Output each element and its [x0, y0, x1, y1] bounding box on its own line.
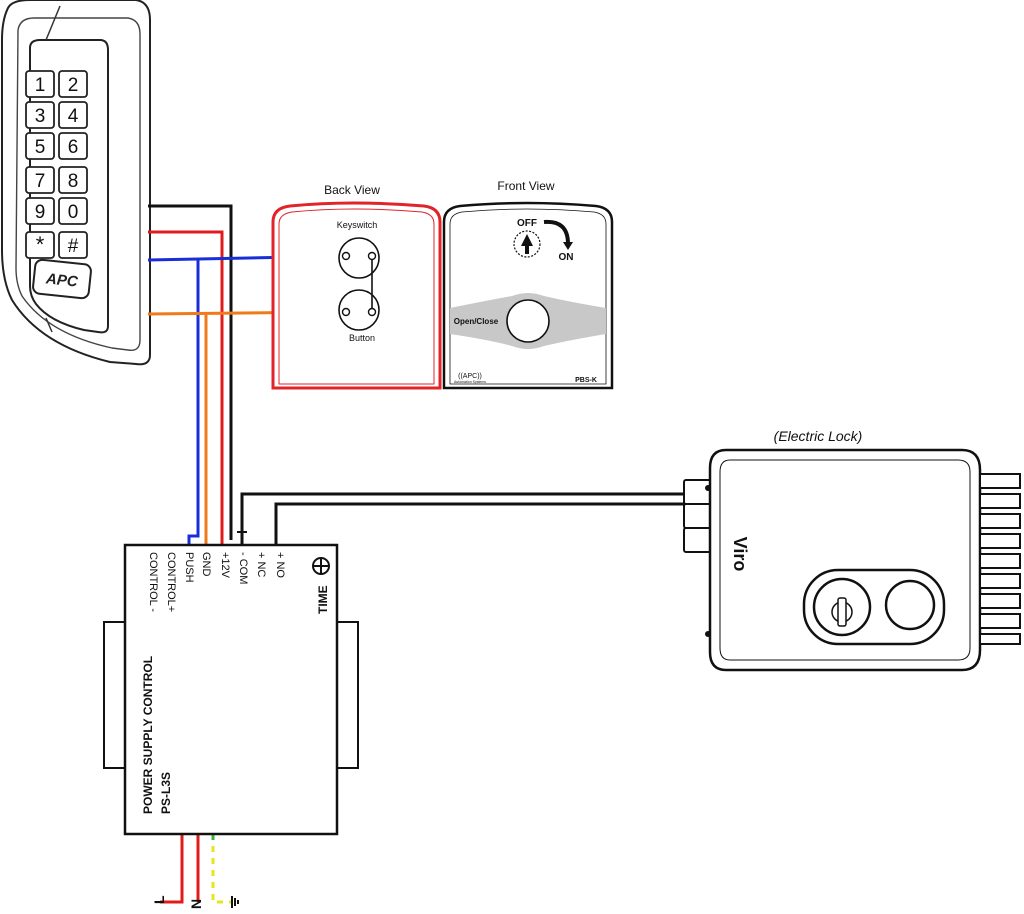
- button-body: [338, 289, 380, 331]
- wire-blue-push: [187, 259, 200, 545]
- power-supply: CONTROL - CONTROL+ PUSH GND +12V - COM + NC + N…: [103, 543, 359, 836]
- button-terminal-right: [367, 307, 377, 317]
- keypad-key-label: 0: [68, 202, 79, 223]
- ps-terminal-label: CONTROL+: [165, 552, 177, 612]
- keypad-keys: 1 2 3 4 5 6 7 8 9 0 * #: [25, 70, 88, 259]
- keypad-key-0: [25, 70, 55, 98]
- ps-terminals: CONTROL - CONTROL+ PUSH GND +12V - COM + NC + N…: [147, 552, 286, 612]
- keypad-bottom-notch: [45, 317, 53, 333]
- keypad-key-1: [58, 70, 88, 98]
- wire-mains-live: [160, 834, 184, 904]
- wire-black-keypad: [148, 204, 233, 540]
- keypad-key-11: [58, 231, 88, 259]
- ps-terminal-label: GND: [200, 552, 212, 577]
- mains: L N: [151, 895, 239, 909]
- ps-body: [123, 543, 339, 836]
- keypad-key-9: [58, 197, 88, 225]
- keypad-key-4: [25, 132, 55, 160]
- keypad-logo-box: [32, 258, 92, 300]
- keypad-key-3: [58, 101, 88, 129]
- keyswitch-terminal-left: [341, 251, 351, 261]
- keypad-key-label: *: [36, 232, 45, 257]
- ps-title: POWER SUPPLY CONTROL: [141, 656, 155, 814]
- lock-connector-blocks: [683, 479, 713, 553]
- front-view-panel-inner: [449, 208, 607, 385]
- keypad-key-label: 2: [68, 75, 79, 96]
- keypad-key-5: [58, 132, 88, 160]
- front-view-brand-sub: Automation Systems: [454, 380, 486, 384]
- front-view-title: Front View: [497, 179, 554, 193]
- lock-key-icon: [837, 597, 847, 627]
- ps-terminal-label: CONTROL -: [147, 552, 159, 612]
- keypad-key-label: 6: [68, 137, 79, 158]
- keypad: 1 2 3 4 5 6 7 8 9 0 * # APC: [0, 0, 151, 366]
- front-view-model: PBS-K: [575, 377, 597, 384]
- front-view-brand: ((APC)): [458, 373, 482, 380]
- keyswitch-body: [338, 237, 380, 279]
- keypad-key-8: [25, 197, 55, 225]
- back-view-title: Back View: [324, 183, 380, 197]
- keypad-key-label: 8: [68, 171, 79, 192]
- keypad-top-notch: [45, 5, 61, 41]
- keypad-key-label: 7: [35, 171, 46, 192]
- electric-lock: (Electric Lock) Viro: [683, 428, 1021, 672]
- keypad-key-2: [25, 101, 55, 129]
- electric-lock-title: (Electric Lock): [774, 428, 863, 444]
- open-close-label: Open/Close: [454, 317, 499, 326]
- front-view: Front View OFF ON Open/Close ((APC)) Aut…: [442, 179, 614, 390]
- ps-terminal-label: + NC: [255, 552, 267, 577]
- key-slot-icon: [521, 234, 533, 254]
- ps-mount-left: [103, 621, 127, 769]
- off-on-arrow-icon: [543, 219, 570, 245]
- mains-label-neutral: N: [188, 899, 204, 909]
- keypad-key-label: 4: [68, 106, 79, 127]
- keypad-key-label: 1: [35, 75, 46, 96]
- ps-terminal-label: - COM: [237, 552, 249, 584]
- back-view: Back View Keyswitch Button: [271, 183, 442, 390]
- on-label: ON: [559, 252, 574, 263]
- keypad-key-label: 9: [35, 202, 46, 223]
- keyswitch-terminal-right: [367, 251, 377, 261]
- ps-model: PS-L3S: [159, 772, 173, 814]
- open-close-button: [506, 299, 550, 343]
- wire-mains-earth-stripe: [211, 840, 232, 904]
- keypad-key-10: [25, 231, 55, 259]
- earth-icon: [231, 896, 239, 908]
- wire-mains-earth: [211, 834, 232, 904]
- lock-release-button: [884, 579, 936, 631]
- keypad-key-7: [58, 166, 88, 194]
- button-terminal-left: [341, 307, 351, 317]
- lock-heatsink-fins: [979, 473, 1021, 645]
- lock-body-inner: [719, 459, 971, 661]
- ps-terminal-label: + NO: [274, 552, 286, 578]
- off-on-arrowhead-icon: [563, 242, 573, 250]
- off-label: OFF: [517, 218, 537, 229]
- keypad-logo: APC: [44, 270, 79, 290]
- wire-black-lock-com: [240, 492, 684, 545]
- ps-terminal-label: +12V: [219, 552, 231, 579]
- keypad-inner-edge: [15, 17, 141, 351]
- keyswitch-label: Keyswitch: [337, 220, 378, 230]
- back-view-panel-inner: [278, 208, 435, 385]
- keypad-key-label: #: [68, 236, 79, 257]
- wire-red-keypad: [148, 230, 224, 545]
- keypad-key-6: [25, 166, 55, 194]
- button-label: Button: [349, 333, 375, 343]
- wire-black-lock-no: [274, 502, 684, 545]
- lock-rivet-bottom: [705, 631, 711, 637]
- lock-rivet-top: [705, 485, 711, 491]
- keypad-key-label: 5: [35, 137, 46, 158]
- ps-mount-right: [335, 621, 359, 769]
- mains-label-live: L: [151, 895, 167, 904]
- ps-terminal-label: PUSH: [183, 552, 195, 583]
- keypad-key-label: 3: [35, 106, 46, 127]
- lock-brand: Viro: [730, 537, 750, 572]
- ps-time-label: TIME: [316, 585, 330, 614]
